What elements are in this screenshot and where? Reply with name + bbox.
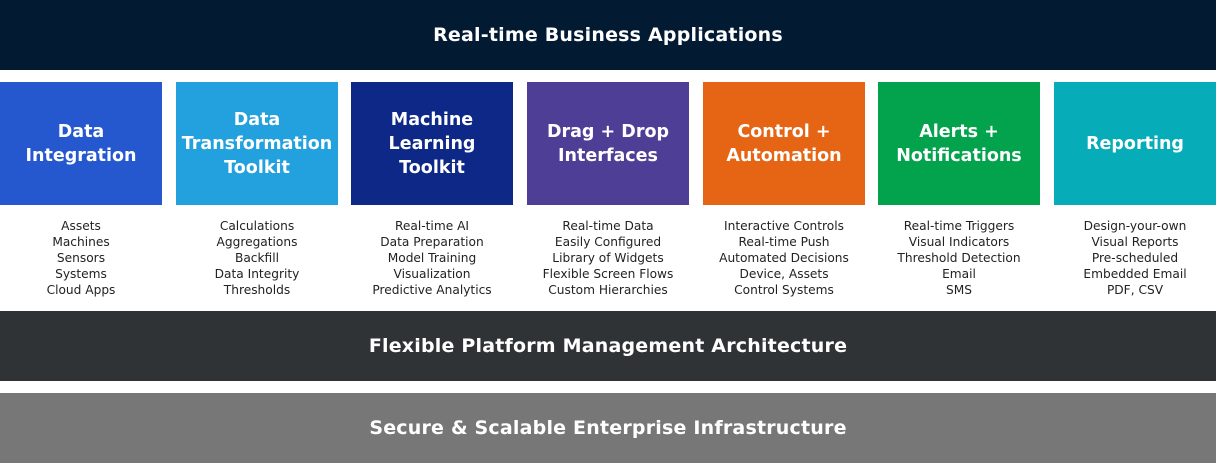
module-tile-data-transformation: Data Transformation Toolkit bbox=[176, 82, 338, 205]
feature-item: Interactive Controls bbox=[724, 219, 844, 233]
feature-item: Calculations bbox=[219, 219, 295, 233]
feature-item: Data Preparation bbox=[380, 235, 484, 249]
feature-item: Aggregations bbox=[216, 235, 298, 249]
feature-item: Flexible Screen Flows bbox=[542, 267, 674, 281]
feature-item: Device, Assets bbox=[739, 267, 829, 281]
feature-item: Custom Hierarchies bbox=[548, 283, 668, 297]
feature-item: Data Integrity bbox=[214, 267, 300, 281]
feature-item: Real-time AI bbox=[394, 219, 469, 233]
middle-band-label: Flexible Platform Management Architectur… bbox=[368, 335, 848, 357]
module-tile-drag-drop: Drag + Drop Interfaces bbox=[527, 82, 689, 205]
feature-item: Visualization bbox=[393, 267, 471, 281]
feature-item: Backfill bbox=[234, 251, 280, 265]
feature-item: Thresholds bbox=[223, 283, 291, 297]
module-tile-alerts-notifications: Alerts + Notifications bbox=[878, 82, 1040, 205]
bottom-band-enterprise-infrastructure: Secure & Scalable Enterprise Infrastruct… bbox=[0, 393, 1216, 463]
feature-item: Library of Widgets bbox=[552, 251, 664, 265]
feature-item: Assets bbox=[61, 219, 101, 233]
module-tile-machine-learning: Machine Learning Toolkit bbox=[351, 82, 513, 205]
feature-item: Predictive Analytics bbox=[372, 283, 492, 297]
feature-item: Control Systems bbox=[734, 283, 834, 297]
feature-item: Pre-scheduled bbox=[1091, 251, 1179, 265]
module-tile-control-automation: Control + Automation bbox=[703, 82, 865, 205]
feature-item: Model Training bbox=[387, 251, 477, 265]
feature-item: Sensors bbox=[56, 251, 106, 265]
bottom-band-label: Secure & Scalable Enterprise Infrastruct… bbox=[369, 417, 847, 439]
feature-item: Threshold Detection bbox=[897, 251, 1021, 265]
feature-item: Real-time Data bbox=[562, 219, 654, 233]
feature-item: Systems bbox=[55, 267, 107, 281]
feature-item: Design-your-own bbox=[1083, 219, 1187, 233]
module-tile-data-integration: Data Integration bbox=[0, 82, 162, 205]
feature-item: SMS bbox=[946, 283, 972, 297]
feature-item: Automated Decisions bbox=[719, 251, 849, 265]
feature-item: PDF, CSV bbox=[1106, 283, 1164, 297]
feature-item: Machines bbox=[52, 235, 110, 249]
top-band-real-time-business-applications: Real-time Business Applications bbox=[0, 0, 1216, 70]
middle-band-platform-management: Flexible Platform Management Architectur… bbox=[0, 311, 1216, 381]
module-tile-reporting: Reporting bbox=[1054, 82, 1216, 205]
feature-item: Cloud Apps bbox=[46, 283, 116, 297]
feature-item: Embedded Email bbox=[1083, 267, 1187, 281]
feature-item: Visual Reports bbox=[1091, 235, 1179, 249]
feature-item: Email bbox=[942, 267, 976, 281]
feature-item: Visual Indicators bbox=[908, 235, 1010, 249]
feature-item: Real-time Triggers bbox=[903, 219, 1015, 233]
feature-item: Easily Configured bbox=[554, 235, 662, 249]
feature-item: Real-time Push bbox=[738, 235, 830, 249]
top-band-label: Real-time Business Applications bbox=[433, 24, 783, 46]
